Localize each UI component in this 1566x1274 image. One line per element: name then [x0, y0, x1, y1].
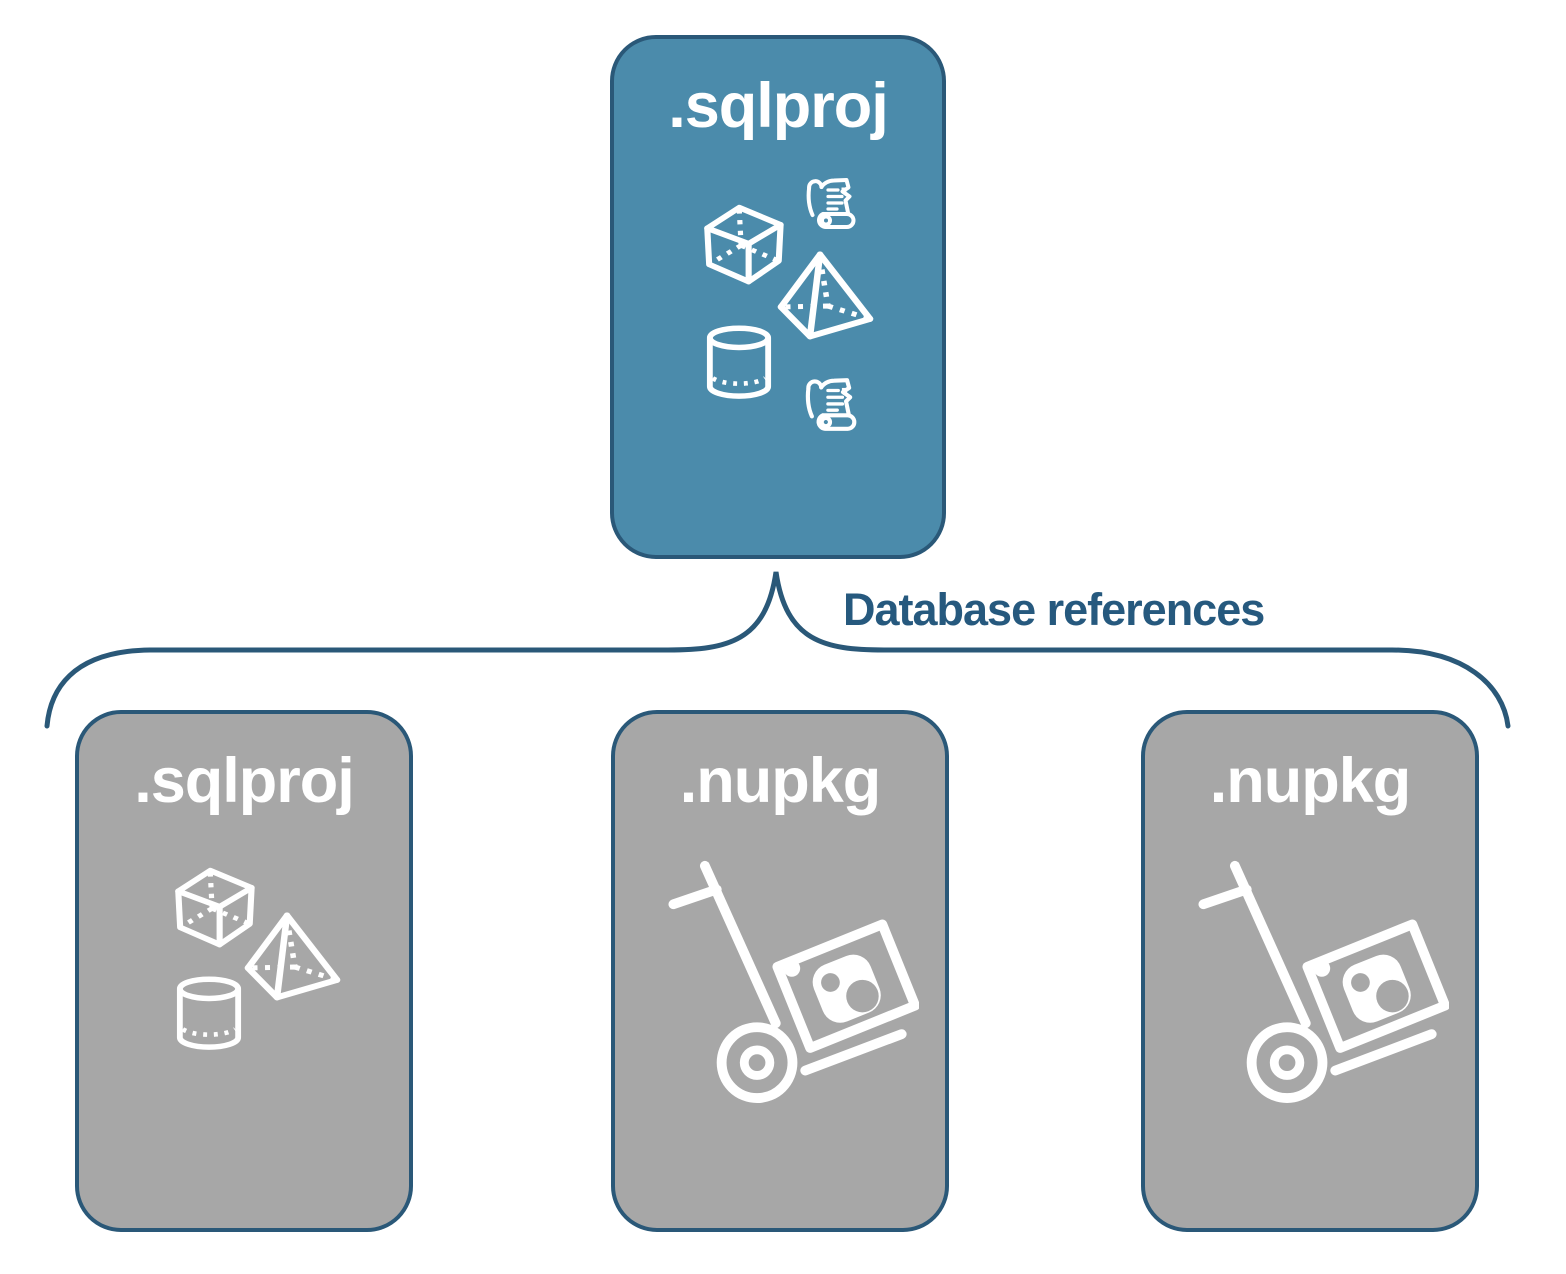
package-dolly-icon [663, 858, 919, 1104]
sql-script-icon [800, 375, 860, 435]
child-node-label: .nupkg [679, 746, 881, 816]
connector-label: Database references [843, 584, 1265, 635]
cylinder-icon [175, 976, 243, 1054]
package-dolly-icon [1193, 858, 1449, 1104]
child-node-label: .nupkg [1209, 746, 1411, 816]
child-node-label: .sqlproj [134, 746, 355, 816]
root-node-sqlproj: .sqlproj [610, 35, 946, 559]
child-node-nupkg: .nupkg [1141, 710, 1479, 1232]
child-node-sqlproj: .sqlproj [75, 710, 413, 1232]
root-node-label: .sqlproj [668, 71, 889, 141]
child-node-nupkg: .nupkg [611, 710, 949, 1232]
sql-script-icon [806, 178, 856, 230]
cylinder-icon [705, 325, 773, 403]
pyramid-icon [243, 910, 343, 1002]
pyramid-icon [776, 249, 876, 341]
